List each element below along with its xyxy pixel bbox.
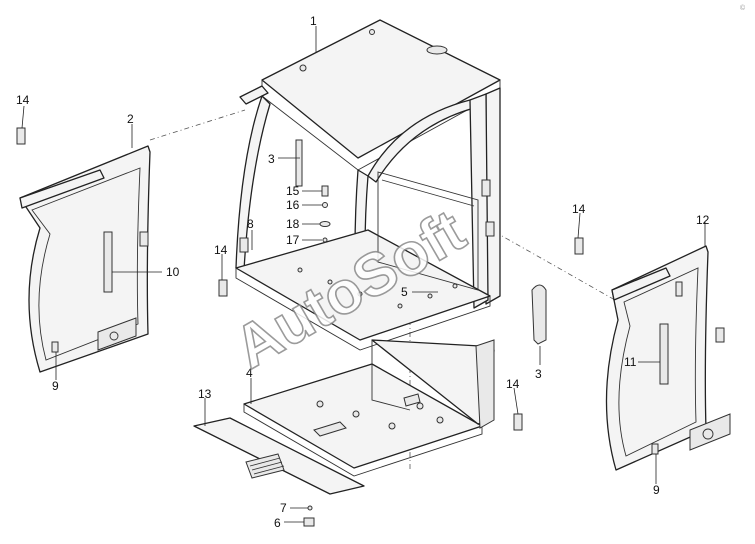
callout-17: 17	[286, 233, 300, 247]
callout-16: 16	[286, 198, 300, 212]
sub-frame	[371, 339, 495, 429]
callout-9-left: 9	[52, 379, 59, 393]
callout-18: 18	[286, 217, 300, 231]
callout-14-center: 14	[214, 243, 228, 257]
corner-mark: ©	[740, 4, 746, 12]
callout-3-left: 3	[268, 152, 275, 166]
callout-1: 1	[310, 14, 317, 28]
callout-6: 6	[274, 516, 281, 530]
callout-14-right: 14	[572, 202, 586, 216]
callout-14-topleft: 14	[16, 93, 30, 107]
small-parts	[16, 127, 659, 527]
callout-9-right: 9	[653, 483, 660, 497]
callout-13: 13	[198, 387, 212, 401]
callout-4: 4	[246, 366, 253, 380]
callout-10: 10	[166, 265, 180, 279]
callout-14-bottom: 14	[506, 377, 520, 391]
left-door	[19, 145, 151, 373]
callout-labels: 1 2 3 3 4 5 6 7 8 9 9 10 11 12 13 14 14 …	[16, 14, 710, 530]
callout-2: 2	[127, 112, 134, 126]
callout-8: 8	[247, 217, 254, 231]
callout-11: 11	[624, 355, 637, 369]
handle-parts	[295, 139, 547, 345]
callout-15: 15	[286, 184, 300, 198]
leader-lines	[21, 26, 706, 523]
floor-mat	[193, 417, 365, 495]
callout-3-right: 3	[535, 367, 542, 381]
cab-frame	[235, 19, 501, 351]
callout-5: 5	[401, 285, 408, 299]
right-door	[605, 245, 731, 471]
callout-7: 7	[280, 501, 287, 515]
callout-12: 12	[696, 213, 710, 227]
